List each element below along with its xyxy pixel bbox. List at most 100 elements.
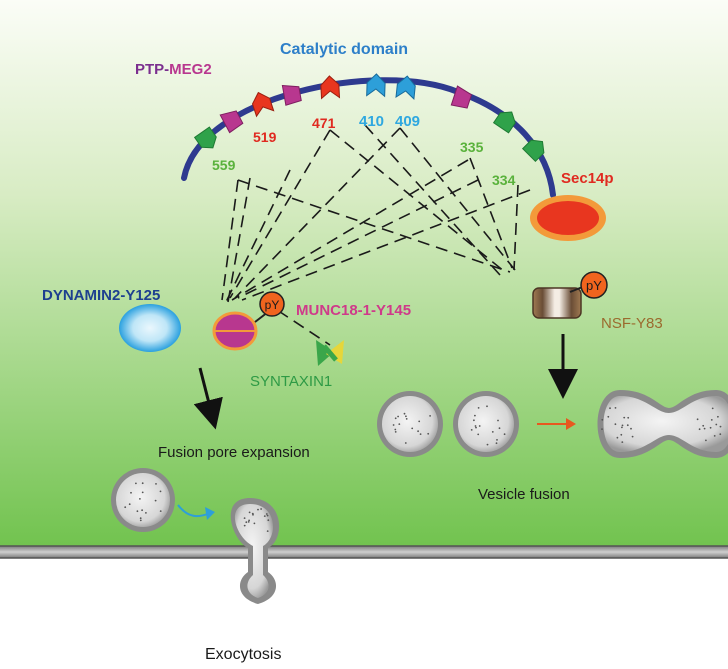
vesicle-speckle [631, 435, 634, 438]
munc18-protein [212, 311, 269, 351]
title-catalytic-domain: Catalytic domain [280, 41, 408, 58]
blue-marker-409 [395, 75, 416, 100]
vesicle-speckle [139, 498, 141, 500]
vesicle-speckle [257, 508, 259, 511]
vesicle [453, 391, 519, 457]
vesicle-speckle [478, 425, 481, 427]
vesicle-speckle [141, 509, 144, 512]
vesicle-speckle [243, 524, 246, 527]
vesicle-speckle [405, 415, 407, 418]
phospho-label-munc18: pY [265, 298, 280, 312]
vesicle-speckle [263, 515, 266, 517]
residue-335: 335 [460, 139, 484, 155]
vesicle-speckle [710, 419, 713, 421]
vesicle-speckle [394, 417, 397, 420]
vesicle-speckle [621, 426, 623, 429]
vesicle-speckle [159, 510, 162, 512]
vesicle-speckle [503, 433, 506, 436]
vesicle-speckle [623, 416, 626, 419]
vesicle-speckle [155, 483, 157, 485]
vesicle-speckle [709, 426, 712, 429]
vesicle-speckle [491, 431, 494, 433]
vesicle-speckle [159, 490, 162, 493]
vesicle-speckle [630, 427, 632, 430]
vesicle-speckle [405, 418, 408, 420]
vesicle-speckle [398, 423, 401, 425]
vesicle-speckle [404, 442, 407, 444]
vesicle-speckle [128, 503, 131, 506]
phospho-badge-nsf [580, 271, 608, 299]
vesicle-speckle [419, 433, 422, 435]
vesicle-speckle [719, 425, 722, 428]
vesicle-speckle [427, 432, 430, 435]
residue-410: 410 [359, 113, 384, 130]
blue-marker-410 [366, 73, 386, 98]
interaction-lines [221, 124, 531, 346]
residue-471: 471 [312, 115, 336, 131]
phospho-badge-munc18 [259, 291, 285, 317]
vesicle-speckle [124, 506, 127, 509]
residue-409: 409 [395, 113, 420, 130]
vesicle-speckle [136, 510, 139, 513]
vesicle-speckle [607, 415, 610, 418]
vesicle-speckle [601, 428, 603, 430]
vesicle-speckle [627, 416, 630, 419]
label-fusion-pore-expansion: Fusion pore expansion [158, 444, 310, 461]
vesicle-speckle [260, 508, 262, 510]
vesicle-speckle [266, 530, 269, 532]
magenta-marker [219, 110, 244, 134]
vesicle-speckle [473, 419, 475, 422]
vesicle-speckle [711, 407, 714, 410]
vesicle-speckle [470, 429, 473, 431]
vesicle-speckle [267, 519, 270, 522]
magenta-marker [281, 84, 302, 106]
vesicle-speckle [248, 511, 251, 514]
vesicle-speckle [474, 425, 477, 427]
red-marker-519 [251, 91, 275, 118]
vesicle-speckle [486, 405, 488, 408]
vesicle-speckle [265, 513, 268, 515]
vesicle-speckle [715, 423, 718, 426]
title-ptp-meg2: PTP-MEG2 [135, 61, 212, 78]
vesicle-speckle [496, 439, 498, 441]
vesicle-speckle [248, 519, 251, 522]
vesicle-speckle [497, 419, 499, 422]
vesicle-speckle [614, 407, 617, 409]
vesicle-speckle [474, 414, 476, 417]
label-munc18: MUNC18-1-Y145 [296, 302, 411, 319]
vesicle-speckle [392, 424, 395, 426]
vesicle-speckle [403, 412, 406, 415]
vesicle-speckle [130, 491, 132, 494]
vesicle-speckle [394, 431, 397, 433]
vesicle-speckle [252, 513, 254, 516]
vesicle-speckle [621, 441, 624, 443]
nsf-protein [532, 285, 586, 319]
vesicle-speckle [253, 522, 256, 525]
vesicle-speckle [141, 491, 144, 494]
vesicle-speckle [397, 415, 399, 418]
label-sec14p: Sec14p [561, 170, 614, 187]
orange-arrow [537, 418, 576, 430]
vesicle-speckle [139, 517, 142, 520]
vesicle-speckle [139, 519, 142, 522]
vesicle-speckle [477, 407, 480, 409]
dynamin2-protein [119, 304, 181, 352]
vesicle-speckle [243, 517, 246, 519]
fused-vesicle [597, 390, 728, 458]
label-vesicle-fusion: Vesicle fusion [478, 486, 570, 503]
vesicle-speckle [621, 424, 624, 427]
syntaxin1-protein [316, 340, 344, 366]
residue-559: 559 [212, 157, 236, 173]
vesicle-speckle [696, 418, 699, 421]
vesicle-speckle [620, 433, 623, 436]
plasma-membrane [0, 545, 728, 559]
vesicle-speckle [477, 433, 480, 436]
vesicle-speckle [245, 521, 248, 524]
arrow-to-fusion-pore [193, 367, 223, 430]
sec14p-protein [530, 195, 606, 241]
vesicle-speckle [429, 415, 431, 417]
vesicle-speckle [614, 423, 617, 426]
vesicle-speckle [616, 436, 619, 439]
label-exocytosis: Exocytosis [205, 646, 281, 663]
